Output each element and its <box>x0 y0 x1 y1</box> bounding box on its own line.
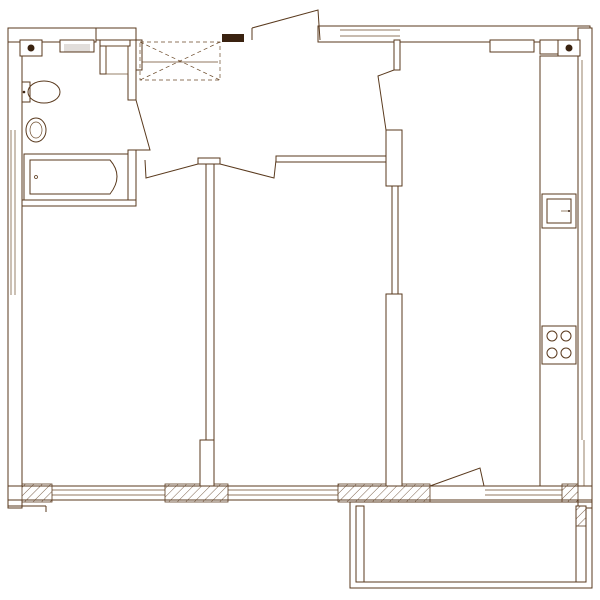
column-bottom-mid2 <box>337 483 431 503</box>
column-bottom-right <box>561 483 579 503</box>
stove-icon <box>541 325 577 365</box>
toilet-icon <box>21 80 61 104</box>
column-bottom-left <box>21 483 53 503</box>
entrance-door <box>251 9 321 41</box>
bathroom-door <box>135 99 151 151</box>
outer-walls <box>7 25 593 512</box>
bathtub-icon <box>23 153 129 201</box>
sink-icon <box>25 117 47 143</box>
bedroom-door <box>144 159 199 179</box>
interior-walls <box>21 39 403 487</box>
living-door <box>219 159 277 179</box>
washing-machine-icon <box>105 45 129 75</box>
kitchen-counter <box>539 55 579 487</box>
kitchen-sink-icon <box>541 193 577 229</box>
balcony <box>349 501 593 589</box>
column-bottom-mid1 <box>164 483 229 503</box>
wardrobe-icon <box>139 41 221 81</box>
balcony-door <box>429 467 485 487</box>
kitchen-door <box>377 69 395 131</box>
